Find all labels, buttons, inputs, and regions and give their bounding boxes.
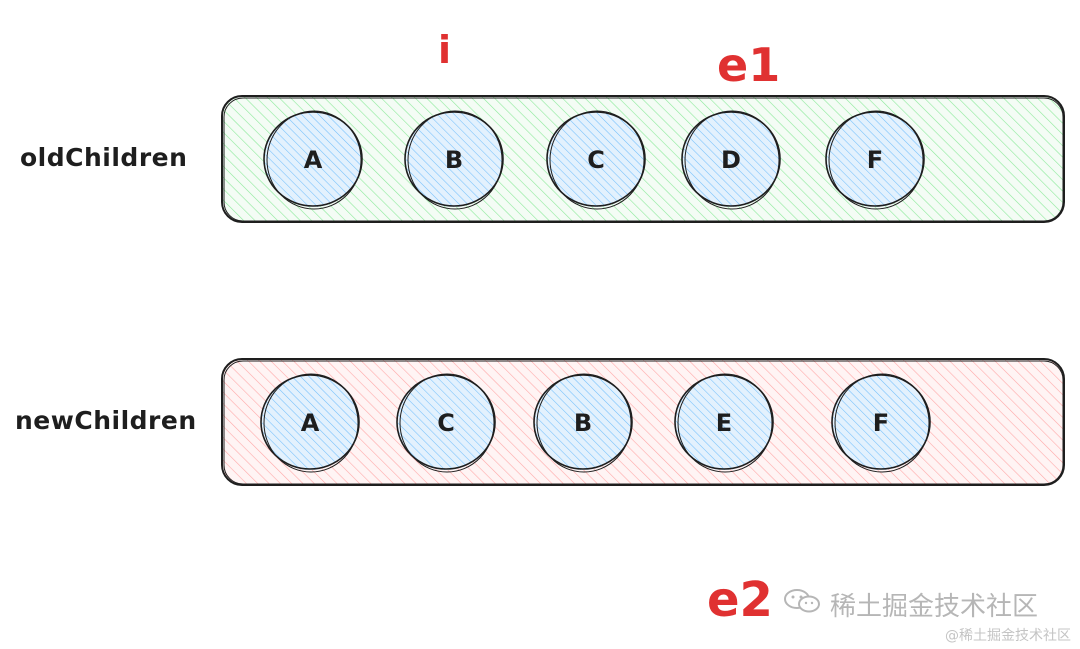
watermark-sub: @稀土掘金技术社区	[945, 628, 1071, 644]
old-node-d: D	[681, 110, 781, 210]
new-node-a: A	[260, 373, 360, 473]
new-node-f: F	[831, 373, 931, 473]
old-node-b: B	[404, 110, 504, 210]
pointer-e2-label: e2	[707, 572, 773, 628]
old-node-label: C	[587, 146, 605, 174]
old-node-c: C	[546, 110, 646, 210]
old-children-label: oldChildren	[20, 143, 188, 172]
pointer-i-label: i	[438, 28, 452, 72]
old-node-label: B	[445, 146, 463, 174]
old-node-label: D	[721, 146, 741, 174]
new-node-label: E	[716, 409, 732, 437]
new-node-b: B	[533, 373, 633, 473]
new-node-label: F	[873, 409, 889, 437]
new-children-label: newChildren	[15, 406, 197, 435]
old-node-label: A	[304, 146, 323, 174]
pointer-e1-label: e1	[717, 38, 781, 92]
new-node-label: B	[574, 409, 592, 437]
new-node-e: E	[674, 373, 774, 473]
old-node-label: F	[867, 146, 883, 174]
new-node-label: A	[301, 409, 320, 437]
wechat-icon	[784, 589, 820, 613]
new-node-c: C	[396, 373, 496, 473]
watermark-main: 稀土掘金技术社区	[830, 592, 1039, 622]
old-node-a: A	[263, 110, 363, 210]
new-node-label: C	[437, 409, 455, 437]
old-node-f: F	[825, 110, 925, 210]
